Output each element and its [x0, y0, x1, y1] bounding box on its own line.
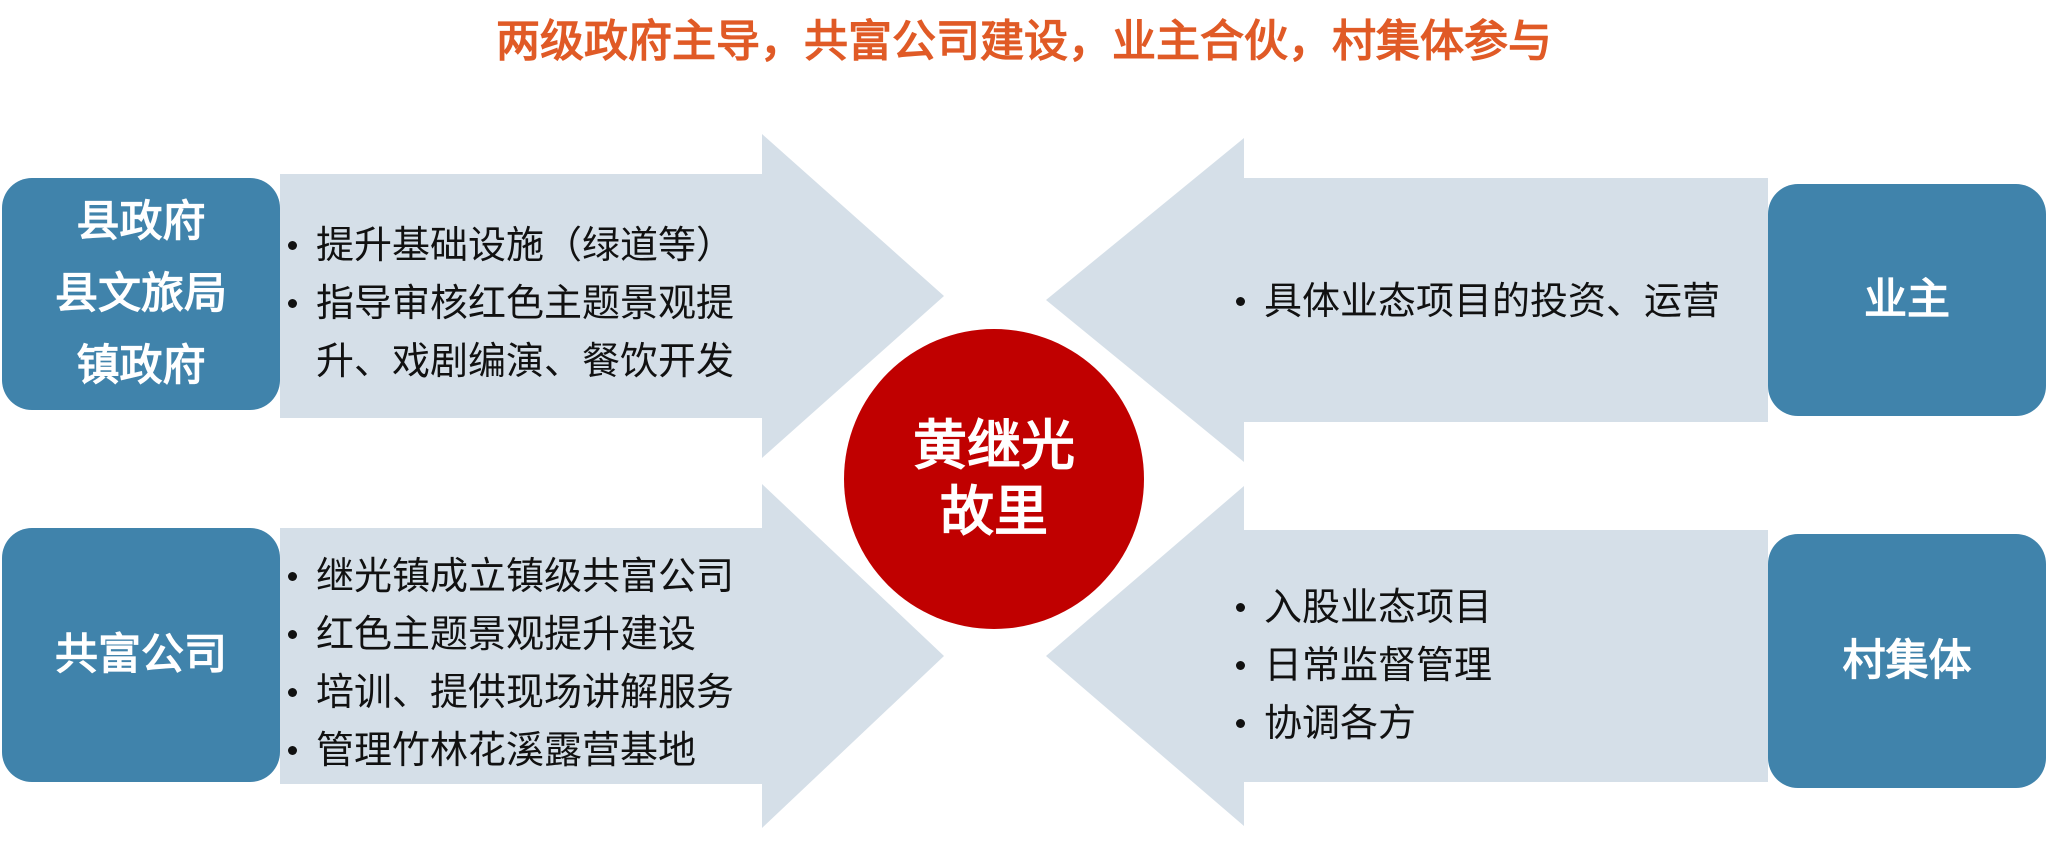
- list-item: 红色主题景观提升建设: [284, 605, 804, 663]
- owner-list: 具体业态项目的投资、运营: [1232, 272, 1772, 330]
- government-line: 县文旅局: [55, 269, 227, 319]
- list-item: 培训、提供现场讲解服务: [284, 663, 804, 721]
- list-item: 管理竹林花溪露营基地: [284, 721, 804, 779]
- owner-box: 业主: [1768, 184, 2046, 416]
- list-item: 继光镇成立镇级共富公司: [284, 547, 804, 605]
- government-box: 县政府 县文旅局 镇政府: [2, 178, 280, 410]
- village-box: 村集体: [1768, 534, 2046, 788]
- list-item: 协调各方: [1232, 694, 1732, 752]
- center-label-line: 黄继光: [913, 414, 1075, 477]
- company-label: 共富公司: [55, 630, 227, 680]
- government-line: 镇政府: [76, 341, 206, 391]
- government-list: 提升基础设施（绿道等） 指导审核红色主题景观提升、戏剧编演、餐饮开发: [284, 216, 774, 390]
- government-line: 县政府: [76, 197, 206, 247]
- list-item: 入股业态项目: [1232, 578, 1732, 636]
- page-title: 两级政府主导，共富公司建设，业主合伙，村集体参与: [496, 16, 1552, 67]
- list-item: 提升基础设施（绿道等）: [284, 216, 774, 274]
- village-label: 村集体: [1842, 636, 1972, 686]
- list-item: 具体业态项目的投资、运营: [1232, 272, 1772, 330]
- list-item: 日常监督管理: [1232, 636, 1732, 694]
- company-box: 共富公司: [2, 528, 280, 782]
- arrow-government: [280, 134, 944, 458]
- owner-label: 业主: [1864, 275, 1950, 325]
- village-list: 入股业态项目 日常监督管理 协调各方: [1232, 578, 1732, 752]
- list-item: 指导审核红色主题景观提升、戏剧编演、餐饮开发: [284, 274, 774, 390]
- center-circle: 黄继光 故里: [844, 329, 1144, 629]
- arrow-company: [280, 484, 944, 828]
- arrow-village: [1046, 486, 1768, 826]
- company-list: 继光镇成立镇级共富公司 红色主题景观提升建设 培训、提供现场讲解服务 管理竹林花…: [284, 547, 804, 779]
- center-label-line: 故里: [940, 480, 1048, 543]
- arrow-owner: [1046, 138, 1768, 462]
